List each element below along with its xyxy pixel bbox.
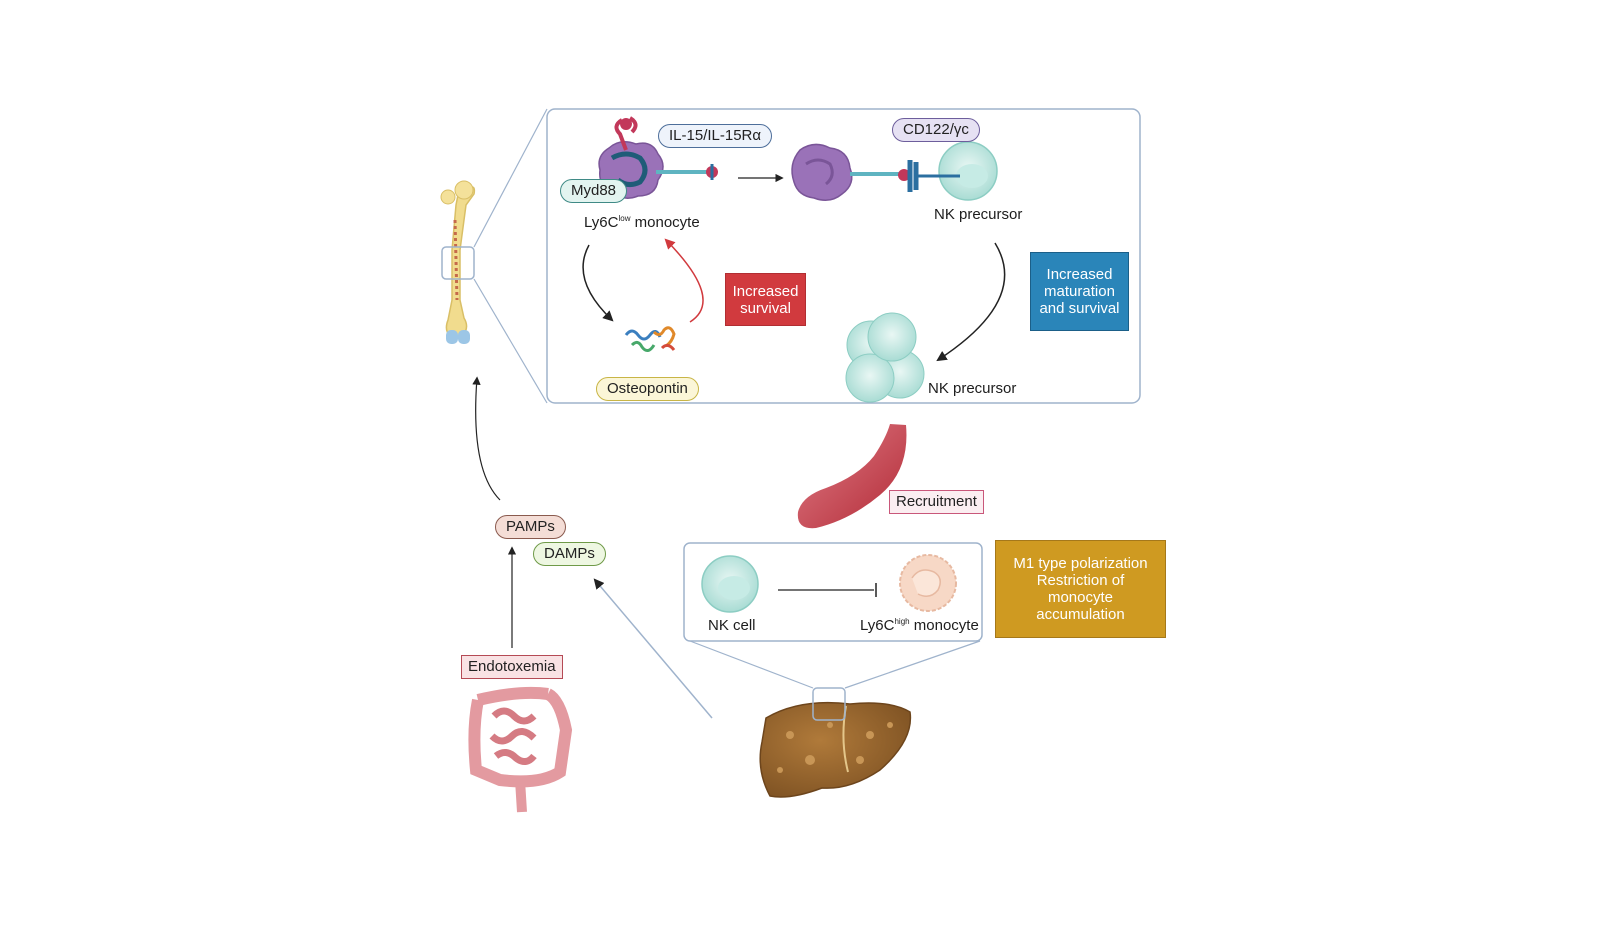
survival-feedback-arrow — [664, 238, 704, 323]
ly6c-high-monocyte-icon — [899, 554, 957, 612]
nk-precursor-top-label: NK precursor — [934, 206, 1023, 223]
nk-precursor-cluster-icon — [845, 312, 925, 403]
nk-precursor-bottom-label: NK precursor — [928, 380, 1017, 397]
liver-zoom-box — [812, 687, 846, 721]
liver-to-damps-arrow — [593, 578, 713, 719]
recruitment-label: Recruitment — [889, 490, 984, 514]
ly6c-low-monocyte-label: Ly6Clow monocyte — [584, 214, 700, 231]
zoom-line-top — [473, 108, 548, 248]
bone-zoom-box — [441, 246, 475, 280]
liver-zoom-line-right — [844, 640, 981, 689]
cd122-receptor-label: CD122/γc — [892, 118, 980, 142]
osteopontin-protein-icon — [624, 326, 676, 352]
pamps-label: PAMPs — [495, 515, 566, 539]
to-bone-marrow-arrow — [472, 376, 501, 501]
liver-zoom-line-left — [689, 640, 814, 689]
monocyte-nk-interaction-icon — [791, 141, 998, 201]
nk-cell-label: NK cell — [708, 617, 756, 634]
liver-icon — [759, 701, 912, 798]
maturation-arrow — [936, 242, 1006, 362]
zoom-line-bottom — [473, 278, 548, 404]
blood-vessel-icon — [797, 424, 907, 529]
osteopontin-production-arrow — [582, 244, 614, 322]
osteopontin-label: Osteopontin — [596, 377, 699, 401]
ly6c-high-monocyte-label: Ly6Chigh monocyte — [860, 617, 979, 634]
endotoxemia-label: Endotoxemia — [461, 655, 563, 679]
bone-icon — [440, 180, 476, 344]
nk-cell-nucleus — [718, 576, 750, 600]
il15-complex-label: IL-15/IL-15Rα — [658, 124, 773, 148]
myd88-label: Myd88 — [560, 179, 628, 203]
intestine-icon — [468, 686, 573, 813]
damps-label: DAMPs — [533, 542, 606, 566]
